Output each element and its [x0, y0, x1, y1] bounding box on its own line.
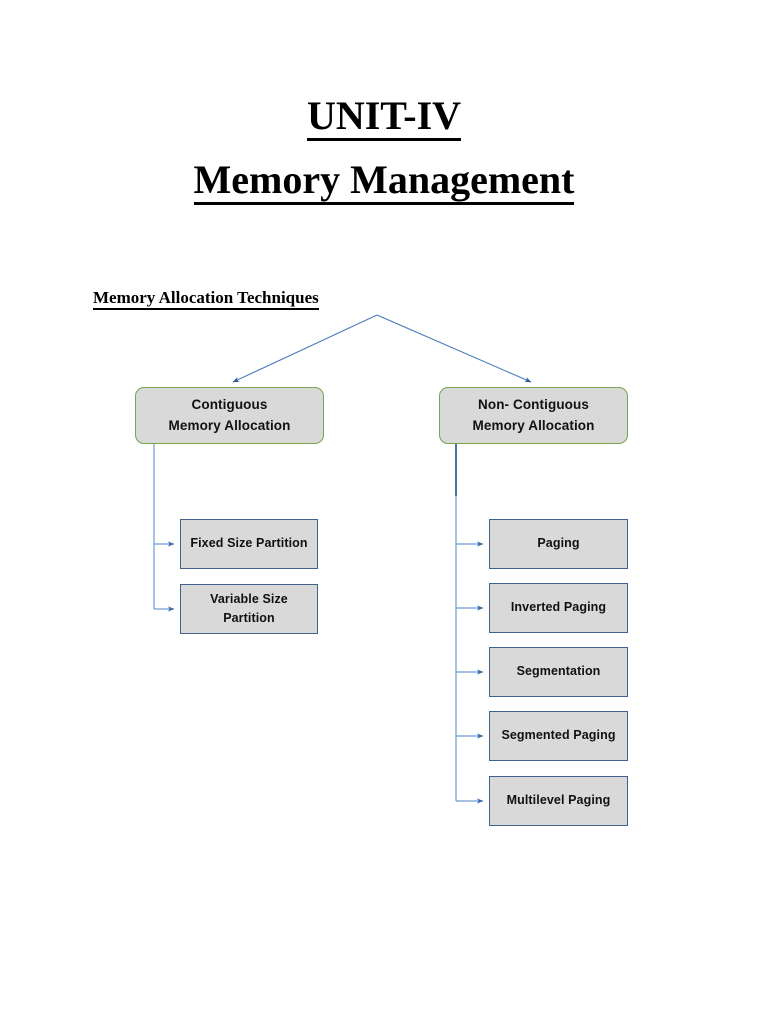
node-label: Segmented Paging: [501, 728, 616, 743]
node-label: Fixed Size Partition: [190, 536, 308, 551]
section-heading-text: Memory Allocation Techniques: [93, 288, 319, 310]
node-contiguous-memory-allocation[interactable]: Contiguous Memory Allocation: [135, 387, 324, 444]
root-split-connector: [232, 314, 532, 383]
node-label: Contiguous Memory Allocation: [168, 396, 291, 433]
node-segmented-paging[interactable]: Segmented Paging: [489, 711, 628, 761]
page-title-subject-text: Memory Management: [193, 159, 575, 205]
non-contiguous-branch-connector: [455, 444, 484, 804]
contiguous-branch-connector: [153, 444, 175, 612]
node-segmentation[interactable]: Segmentation: [489, 647, 628, 697]
node-paging[interactable]: Paging: [489, 519, 628, 569]
node-inverted-paging[interactable]: Inverted Paging: [489, 583, 628, 633]
node-fixed-size-partition[interactable]: Fixed Size Partition: [180, 519, 318, 569]
node-non-contiguous-memory-allocation[interactable]: Non- Contiguous Memory Allocation: [439, 387, 628, 444]
node-multilevel-paging[interactable]: Multilevel Paging: [489, 776, 628, 826]
page-title-unit: UNIT-IV: [0, 92, 768, 141]
node-label: Non- Contiguous Memory Allocation: [472, 396, 595, 433]
section-heading: Memory Allocation Techniques: [93, 288, 319, 310]
node-label: Variable Size Partition: [210, 591, 288, 625]
node-label: Segmentation: [516, 664, 601, 679]
page-title-subject: Memory Management: [0, 156, 768, 205]
node-label: Multilevel Paging: [506, 793, 611, 808]
node-variable-size-partition[interactable]: Variable Size Partition: [180, 584, 318, 634]
page-title-unit-text: UNIT-IV: [306, 95, 462, 141]
node-label: Inverted Paging: [510, 600, 607, 615]
node-label: Paging: [537, 536, 580, 551]
